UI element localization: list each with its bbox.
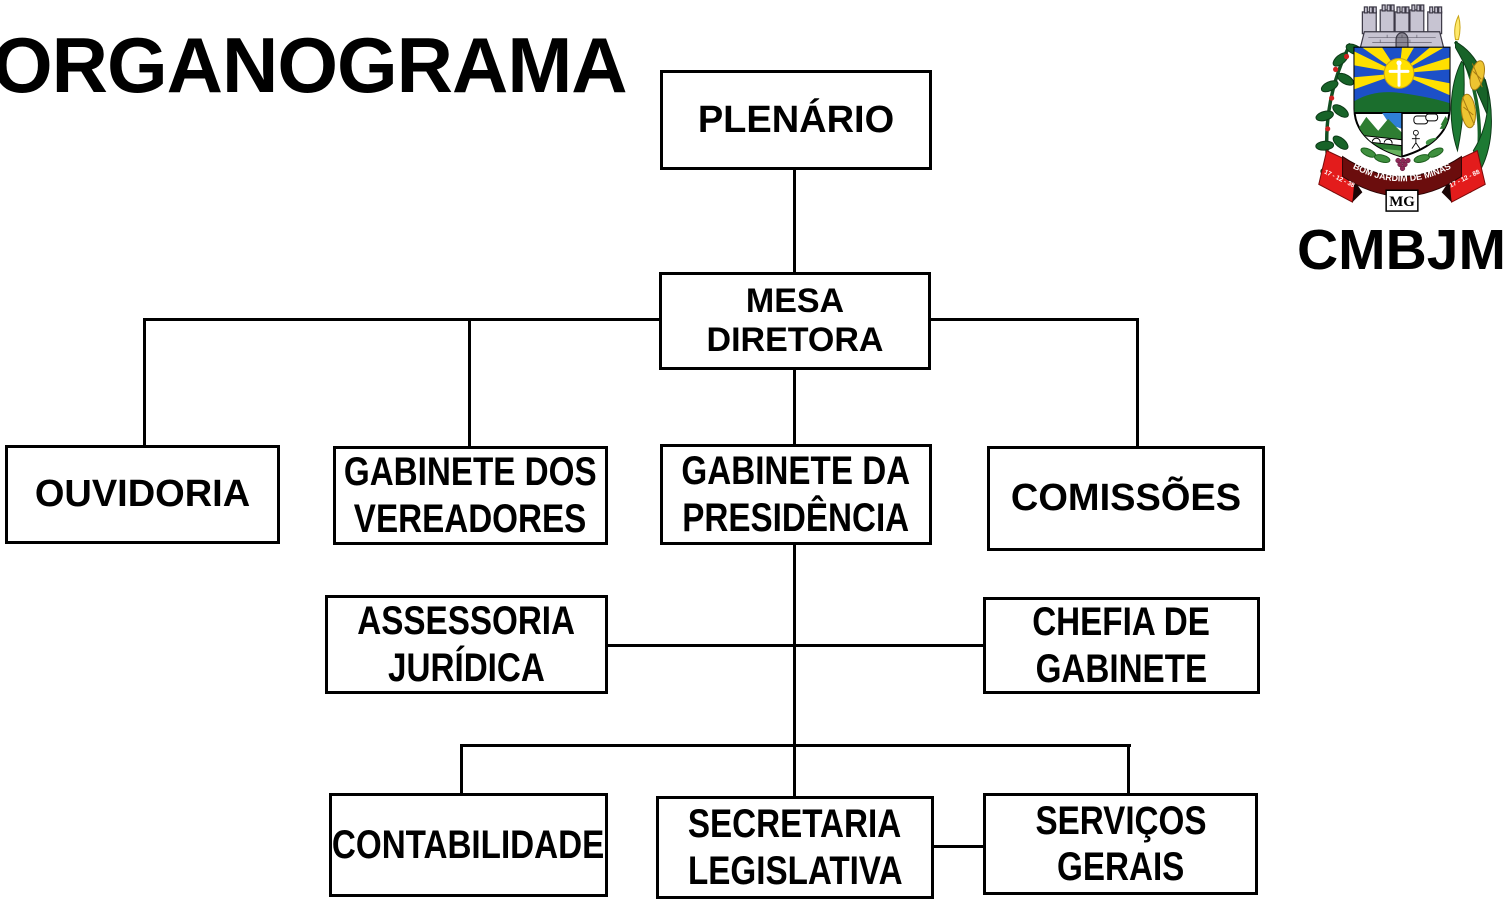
connector-drop-ouvidoria xyxy=(143,318,146,445)
shield-icon xyxy=(1353,46,1451,158)
corn-stalk-icon xyxy=(1450,14,1492,193)
org-box-gabinete-vereadores: GABINETE DOS VEREADORES xyxy=(333,446,608,545)
org-box-comissoes: COMISSÕES xyxy=(987,446,1265,551)
org-box-label: GABINETE DOS xyxy=(344,450,597,495)
state-abbr: MG xyxy=(1389,194,1415,210)
org-box-ouvidoria: OUVIDORIA xyxy=(5,445,280,544)
org-box-label: SERVIÇOS xyxy=(1035,798,1206,843)
org-box-label: OUVIDORIA xyxy=(34,473,251,516)
org-box-gabinete-presidencia: GABINETE DA PRESIDÊNCIA xyxy=(660,444,932,545)
connector-drop-secretaria xyxy=(793,744,796,796)
org-box-label: CONTABILIDADE xyxy=(332,822,605,867)
page-title: ORGANOGRAMA xyxy=(0,21,628,109)
connector-drop-gabinete-vereadores xyxy=(468,318,471,446)
org-box-chefia-gabinete: CHEFIA DE GABINETE xyxy=(983,597,1260,694)
org-box-servicos-gerais: SERVIÇOS GERAIS xyxy=(983,793,1258,895)
connector-mesa-gabinete-presidencia xyxy=(793,369,796,444)
logo-acronym: CMBJM xyxy=(1297,218,1506,282)
org-box-label: COMISSÕES xyxy=(1010,477,1242,520)
connector-secretaria-servicos xyxy=(933,845,983,848)
connector-drop-servicos xyxy=(1127,744,1130,794)
connector-drop-comissoes xyxy=(1136,318,1139,446)
garland-icon xyxy=(1360,147,1444,172)
mural-crown-icon xyxy=(1359,4,1445,49)
connector-mesa-right xyxy=(929,318,1139,321)
org-box-label: LEGISLATIVA xyxy=(687,848,903,893)
org-box-label: GERAIS xyxy=(1056,845,1185,889)
org-box-contabilidade: CONTABILIDADE xyxy=(329,793,608,897)
connector-mesa-left xyxy=(145,318,661,321)
org-box-label: PLENÁRIO xyxy=(697,98,895,141)
org-box-label: CHEFIA DE xyxy=(1032,600,1211,645)
org-box-label: SECRETARIA xyxy=(688,802,902,847)
connector-assessoria-chefia xyxy=(607,644,984,647)
org-box-label: GABINETE DA xyxy=(681,449,911,494)
connector-plenario-mesa xyxy=(793,170,796,272)
org-box-label: VEREADORES xyxy=(354,496,587,541)
coat-of-arms: BOM JARDIM DE MINAS 17 - 12 - 38 17 - 12… xyxy=(1302,2,1502,218)
org-box-label: ASSESSORIA xyxy=(357,599,576,644)
org-box-mesa-diretora: MESA DIRETORA xyxy=(659,272,931,370)
org-box-assessoria-juridica: ASSESSORIA JURÍDICA xyxy=(325,595,608,694)
org-box-secretaria-legislativa: SECRETARIA LEGISLATIVA xyxy=(656,796,934,899)
org-box-label: JURÍDICA xyxy=(388,645,545,690)
org-box-label: PRESIDÊNCIA xyxy=(682,495,910,540)
connector-drop-contabilidade xyxy=(460,744,463,794)
org-box-label: DIRETORA xyxy=(706,321,884,359)
org-box-label: MESA xyxy=(745,281,845,320)
org-box-label: GABINETE xyxy=(1035,646,1208,691)
org-box-plenario: PLENÁRIO xyxy=(660,70,932,170)
